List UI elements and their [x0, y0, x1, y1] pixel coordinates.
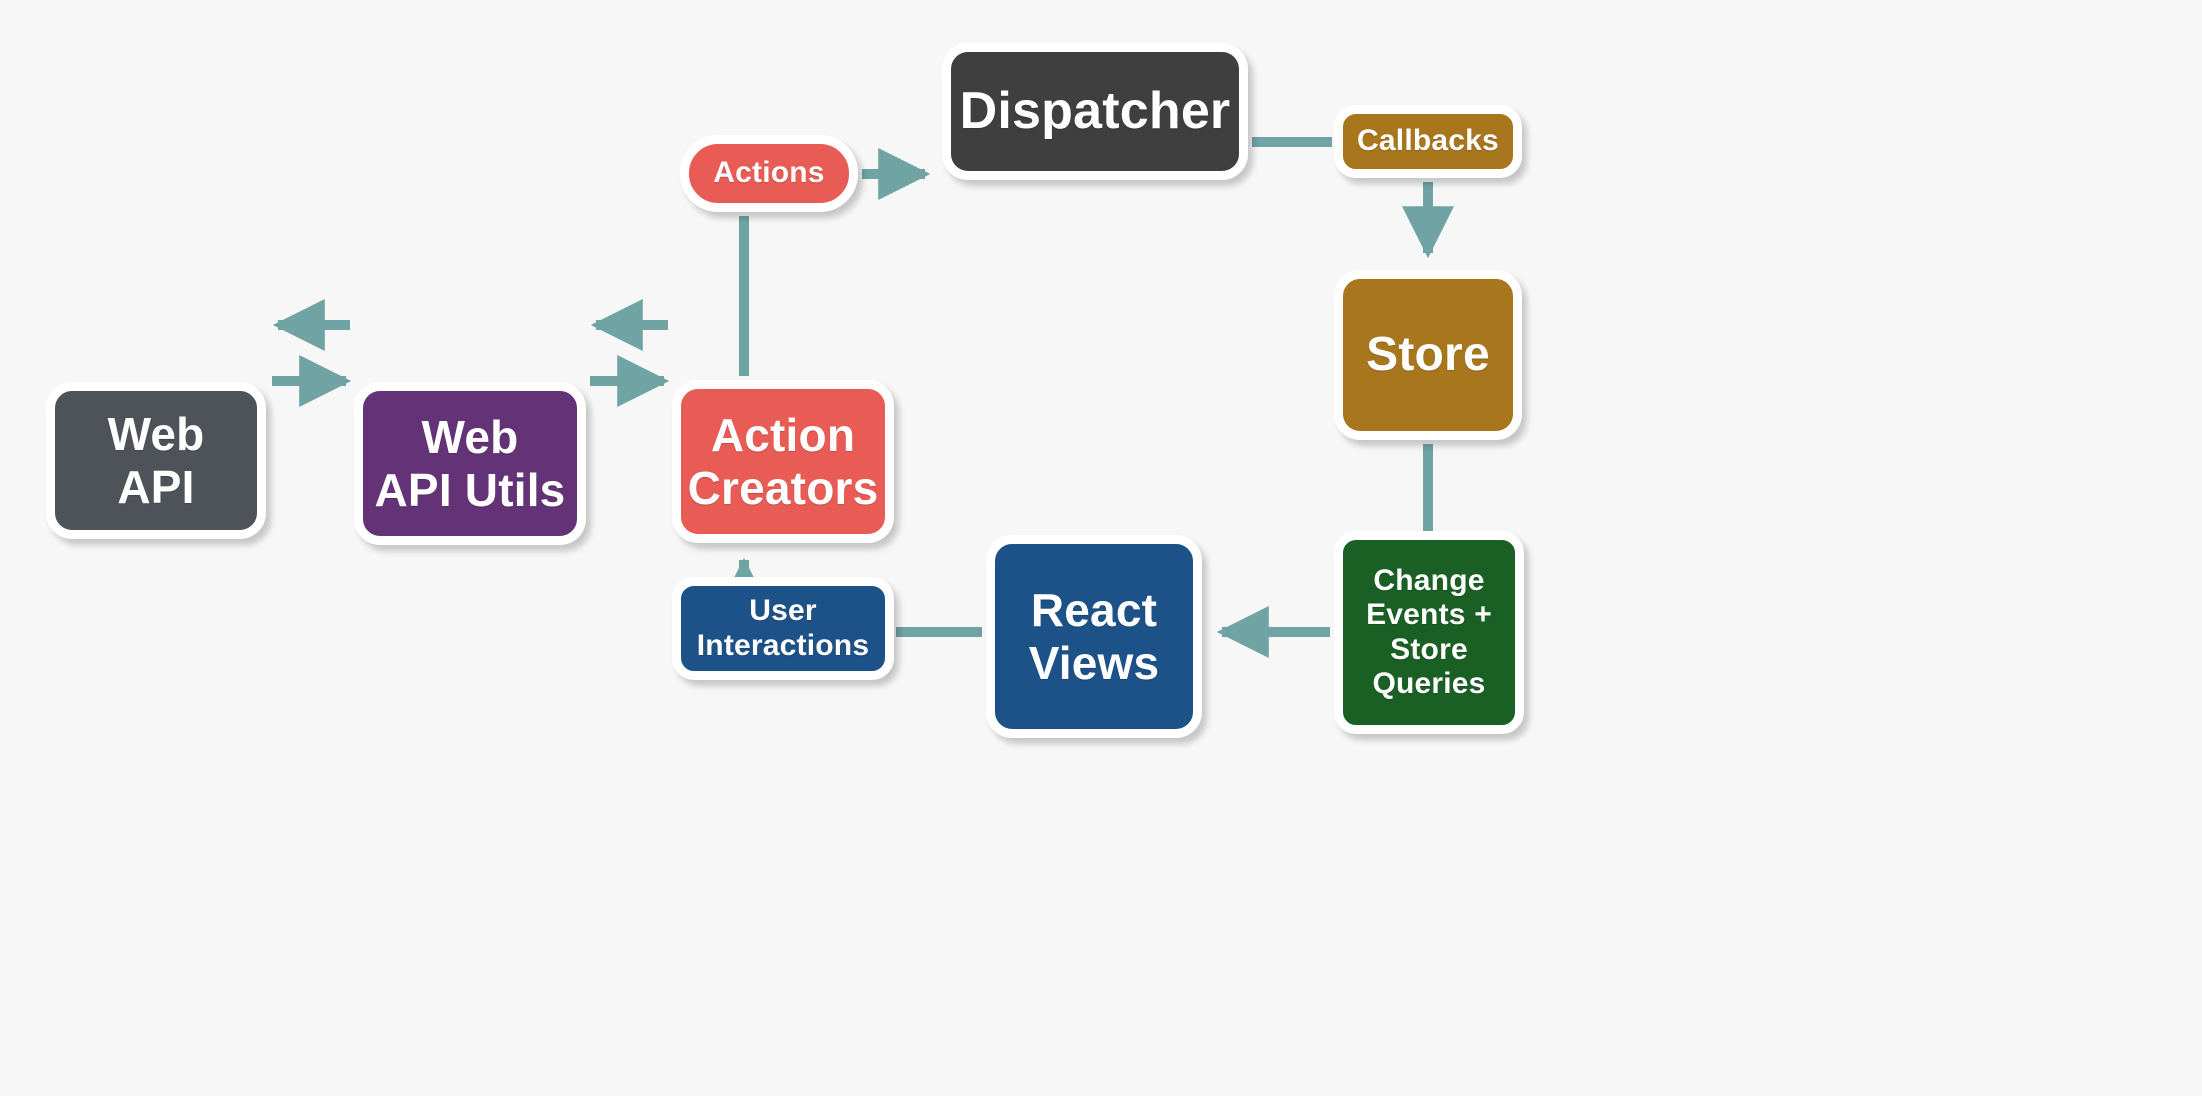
node-actions-label: Actions — [713, 156, 825, 190]
node-actions[interactable]: Actions — [680, 135, 858, 212]
node-callbacks-label: Callbacks — [1357, 124, 1499, 158]
node-store-label: Store — [1366, 327, 1490, 381]
node-dispatcher[interactable]: Dispatcher — [942, 43, 1248, 180]
node-dispatcher-label: Dispatcher — [959, 81, 1231, 140]
node-store[interactable]: Store — [1334, 270, 1522, 440]
node-callbacks[interactable]: Callbacks — [1334, 105, 1522, 178]
